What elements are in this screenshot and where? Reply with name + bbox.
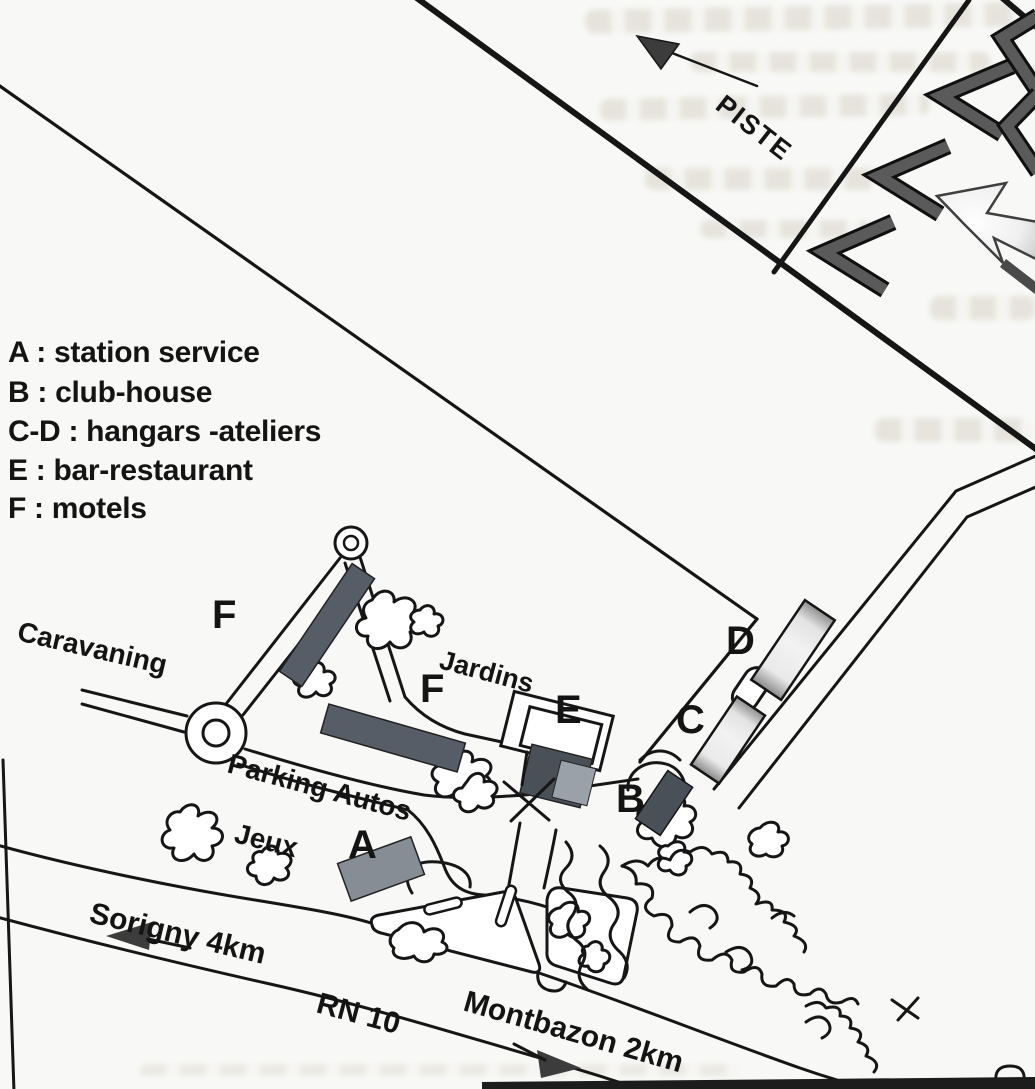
montbazon-arrow xyxy=(512,1042,581,1078)
sorigny-arrow xyxy=(106,922,192,950)
legend-line-e: E : bar-restaurant xyxy=(8,454,253,487)
building-a xyxy=(336,835,426,903)
hangar-c xyxy=(689,694,767,786)
jeux-label: Jeux xyxy=(232,818,302,864)
building-f-upper xyxy=(278,562,376,688)
building-e-complex xyxy=(498,689,616,809)
building-a-label: A xyxy=(348,823,377,867)
piste-label: PISTE xyxy=(710,89,798,167)
sorigny-label: Sorigny 4km xyxy=(86,897,269,971)
caravaning-label: Caravaning xyxy=(15,616,171,681)
building-f-upper-label: F xyxy=(212,593,236,637)
legend: A : station service B : club-house C-D :… xyxy=(8,336,321,525)
building-f-lower xyxy=(319,703,467,773)
legend-line-a: A : station service xyxy=(8,336,260,369)
building-e-label: E xyxy=(555,688,582,732)
building-c-label: C xyxy=(676,698,705,742)
bleed-through-smudge xyxy=(690,52,990,72)
path-cross-mark xyxy=(502,750,556,823)
legend-line-f: F : motels xyxy=(8,492,147,525)
forest xyxy=(559,840,1026,1084)
road-network xyxy=(0,454,1035,1089)
roundabout xyxy=(184,701,248,765)
aerodrome-boundary-fence xyxy=(0,84,759,764)
piste-arrow xyxy=(635,34,759,88)
hangar-d xyxy=(749,598,837,702)
legend-line-b: B : club-house xyxy=(8,376,212,409)
cul-de-sac-loop xyxy=(333,525,369,561)
runway-lines xyxy=(414,0,1035,453)
bleed-through-smudge xyxy=(930,296,1035,320)
building-b xyxy=(634,769,694,837)
jardins-label: Jardins xyxy=(436,645,537,699)
building-d-label: D xyxy=(726,619,755,663)
building-b-label: B xyxy=(616,777,645,821)
rn10-label: RN 10 xyxy=(313,987,404,1041)
runway-chevron-markings xyxy=(805,8,1035,298)
scan-edge-band xyxy=(482,1077,1035,1089)
building-f-lower-label: F xyxy=(420,667,444,711)
buildings xyxy=(278,562,837,903)
legend-line-cd: C-D : hangars -ateliers xyxy=(8,415,321,448)
big-threshold-arrow xyxy=(934,181,1035,294)
